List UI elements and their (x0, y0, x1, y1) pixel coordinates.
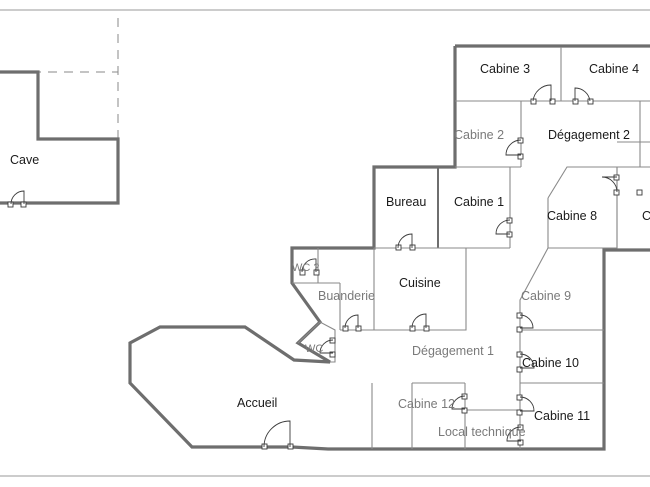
doors (7, 84, 643, 450)
room-label-cabine-9: Cabine 9 (521, 289, 572, 303)
room-label-cabine-4: Cabine 4 (589, 62, 640, 76)
room-label-cabine-2: Cabine 2 (454, 128, 505, 142)
room-label-local-technique: Local technique (438, 425, 526, 439)
room-label-cabine-8: Cabine 8 (547, 209, 598, 223)
room-label-accueil: Accueil (237, 396, 278, 410)
room-label-wc-2: WC 2 (292, 262, 320, 274)
room-label-cave: Cave (10, 153, 40, 167)
room-label-cuisine: Cuisine (399, 276, 441, 290)
room-label-cabine-1: Cabine 1 (454, 195, 505, 209)
wall-cuisine-bottom (340, 248, 467, 331)
room-label-cabine-cut: C (642, 209, 650, 223)
room-label-degagement-2: Dégagement 2 (548, 128, 631, 142)
room-label-wc: WC (305, 343, 324, 355)
room-label-cabine-12: Cabine 12 (398, 397, 455, 411)
wall-wc (297, 321, 336, 363)
room-label-cabine-11: Cabine 11 (534, 409, 591, 423)
room-label-cabine-3: Cabine 3 (480, 62, 531, 76)
wall-cabine8 (547, 166, 618, 249)
room-label-buanderie: Buanderie (318, 289, 375, 303)
room-label-cabine-10: Cabine 10 (522, 356, 579, 370)
cave-wall (0, 70, 120, 205)
room-label-degagement-1: Dégagement 1 (412, 344, 495, 358)
room-label-bureau: Bureau (386, 195, 427, 209)
